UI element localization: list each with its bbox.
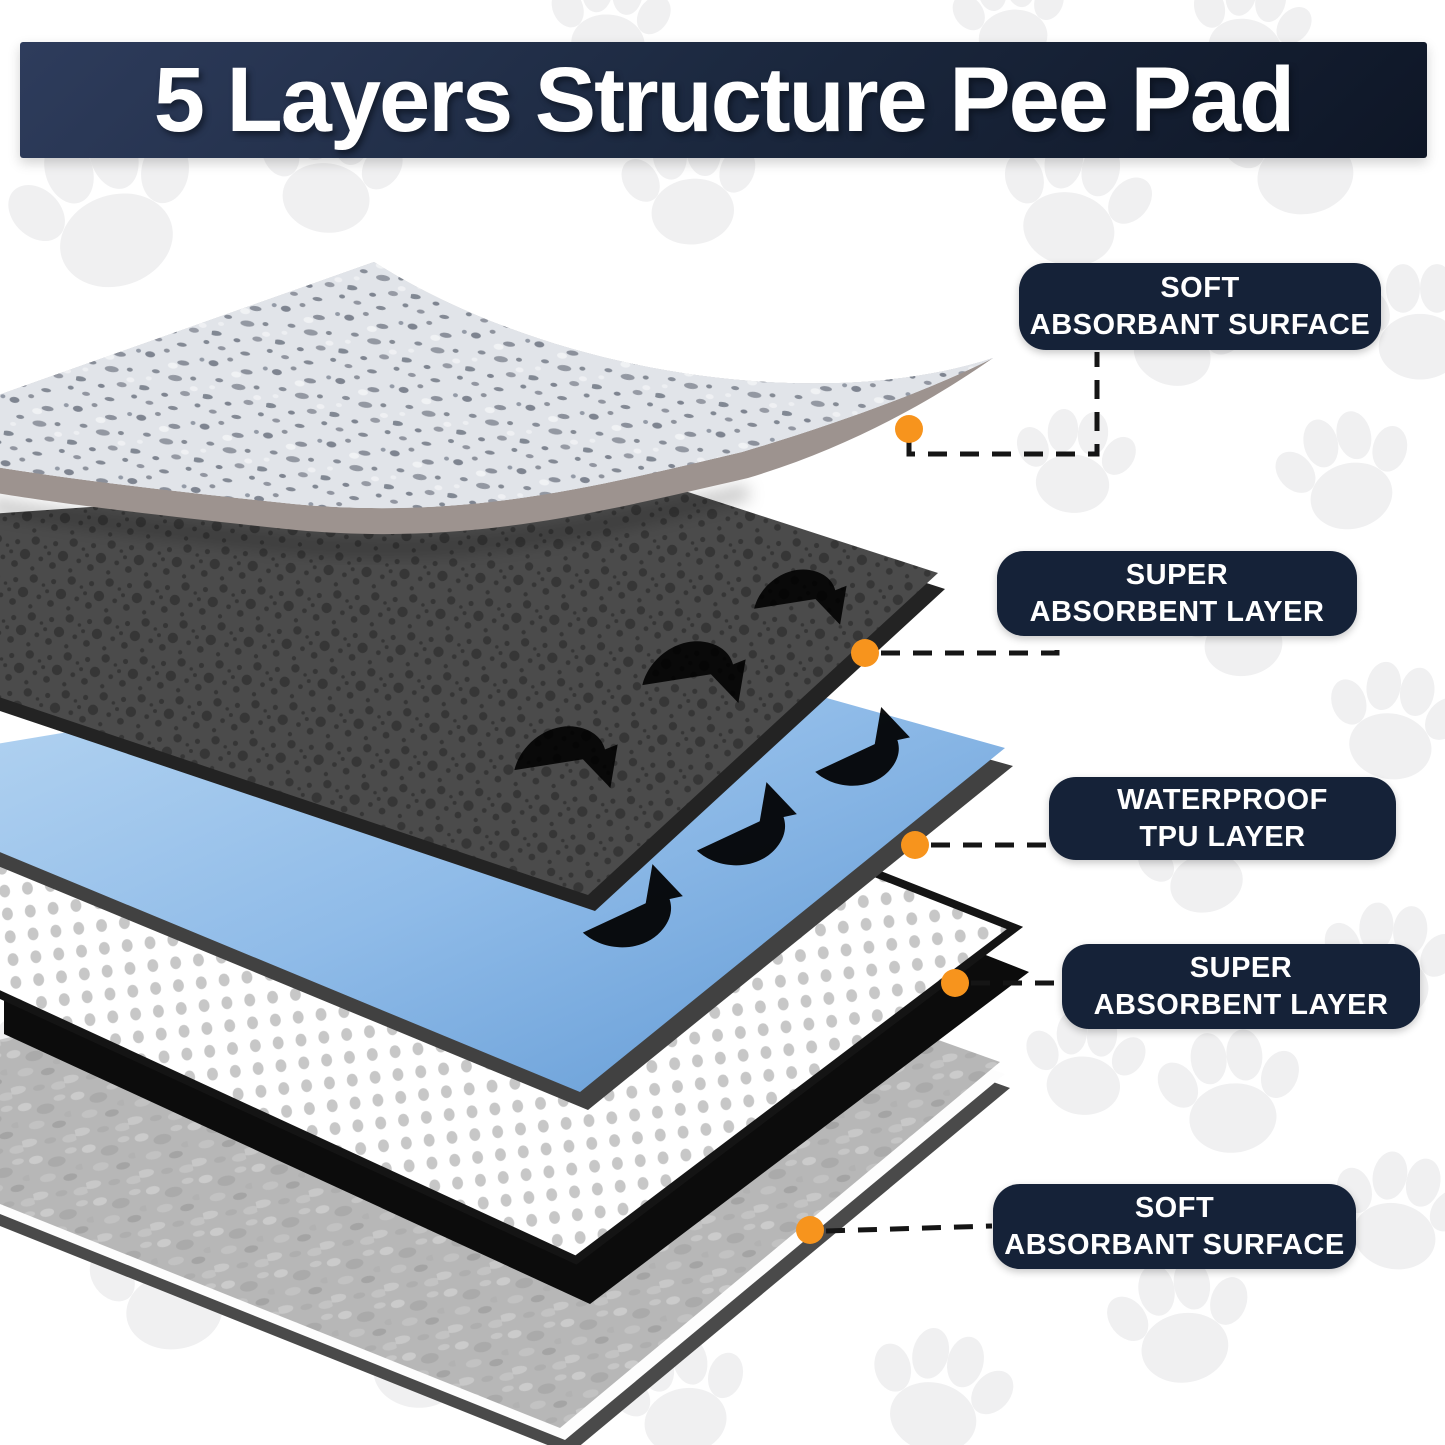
callout-line: TPU LAYER — [1139, 820, 1306, 853]
paw-print-icon — [1259, 397, 1432, 546]
orange-connector-dot — [895, 415, 923, 443]
orange-connector-dot — [851, 639, 879, 667]
paw-print-icon — [1145, 1023, 1315, 1161]
orange-connector-dot — [901, 831, 929, 859]
fabric-quilt-grid — [0, 262, 993, 509]
connector-line-1 — [906, 352, 1100, 457]
callout-soft-absorbant-surface-bottom: SOFT ABSORBANT SURFACE — [993, 1184, 1356, 1269]
connector-line-2 — [881, 637, 1060, 656]
fabric-shadow — [0, 484, 750, 557]
paw-print-icon — [1092, 1248, 1269, 1396]
orange-connector-dot — [796, 1216, 824, 1244]
callout-soft-absorbant-surface-top: SOFT ABSORBANT SURFACE — [1019, 263, 1381, 350]
connector-line-5 — [825, 1223, 993, 1234]
callout-line: ABSORBENT LAYER — [1029, 595, 1325, 628]
layer-super-absorbent-dark — [0, 470, 945, 911]
paw-print-icon — [1003, 403, 1147, 520]
page-title: 5 Layers Structure Pee Pad — [153, 48, 1295, 151]
callout-line: WATERPROOF — [1117, 783, 1328, 816]
paw-print-icon — [848, 1313, 1031, 1445]
callout-line: SUPER — [1189, 951, 1293, 984]
callout-super-absorbent-layer-upper: SUPER ABSORBENT LAYER — [997, 551, 1357, 636]
paw-print-icon — [1311, 652, 1445, 792]
callout-line: ABSORBANT SURFACE — [1029, 308, 1371, 341]
title-banner: 5 Layers Structure Pee Pad — [20, 42, 1427, 158]
callout-connectors — [796, 352, 1100, 1244]
callout-line: SOFT — [1160, 271, 1240, 304]
callout-waterproof-tpu-layer: WATERPROOF TPU LAYER — [1049, 777, 1396, 860]
callout-line: SUPER — [1125, 558, 1229, 591]
layer-quilted-fabric-top — [0, 262, 993, 535]
callout-line: ABSORBANT SURFACE — [1004, 1228, 1345, 1261]
callout-line: ABSORBENT LAYER — [1093, 988, 1389, 1021]
orange-connector-dot — [941, 969, 969, 997]
callout-super-absorbent-layer-lower: SUPER ABSORBENT LAYER — [1062, 944, 1420, 1029]
dark-perforated-surface — [0, 470, 938, 895]
callout-line: SOFT — [1134, 1191, 1215, 1224]
